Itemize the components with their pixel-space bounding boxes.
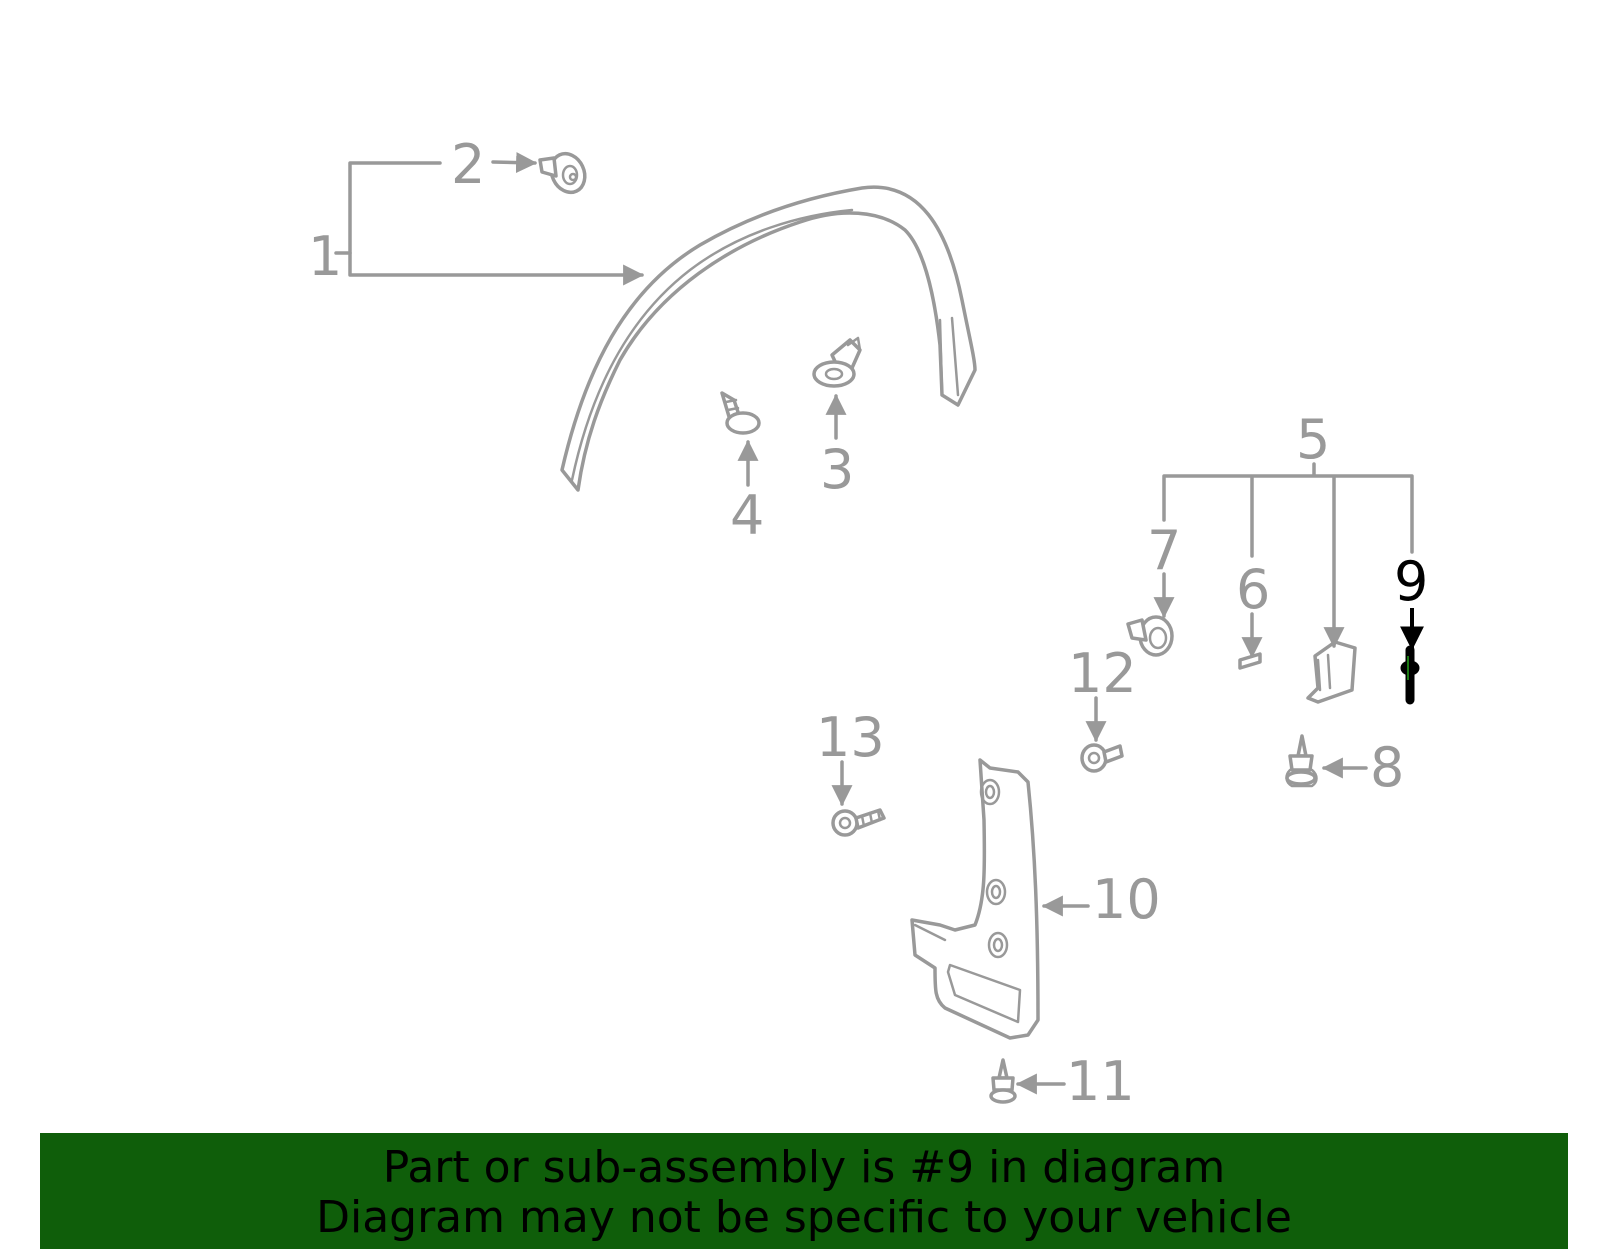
- clip-part-7: [1126, 615, 1174, 657]
- mud-flap-part-10: [910, 758, 1040, 1040]
- pad-part-6: [1238, 652, 1262, 670]
- clip-part-2: [538, 151, 587, 195]
- callout-2: 2: [451, 133, 485, 196]
- bracket-part-5: [1306, 640, 1357, 704]
- callout-7: 7: [1147, 519, 1181, 582]
- leader-lines: [334, 152, 1424, 1095]
- callout-10: 10: [1092, 868, 1161, 931]
- info-banner: Part or sub-assembly is #9 in diagram Di…: [40, 1133, 1568, 1249]
- callout-11: 11: [1066, 1050, 1135, 1113]
- clip-part-9[interactable]: [1400, 645, 1420, 705]
- callout-3: 3: [820, 438, 854, 501]
- push-clip-part-8: [1285, 734, 1318, 788]
- clip-part-12: [1080, 743, 1124, 773]
- callout-5: 5: [1296, 408, 1330, 471]
- callout-4: 4: [730, 484, 764, 547]
- callout-8: 8: [1370, 736, 1404, 799]
- callout-12: 12: [1068, 642, 1137, 705]
- push-clip-part-11: [989, 1058, 1017, 1104]
- clip-part-3: [812, 336, 862, 388]
- banner-line-2: Diagram may not be specific to your vehi…: [316, 1192, 1292, 1243]
- screw-part-13: [831, 808, 886, 837]
- callout-13: 13: [816, 706, 885, 769]
- fender-flare-part: [560, 185, 977, 492]
- callout-9-highlighted[interactable]: 9: [1394, 550, 1428, 613]
- callout-labels: 1 2 3 4 5 6 7 8 9 10 11 12 13: [308, 133, 1428, 1113]
- callout-1: 1: [308, 225, 342, 288]
- screw-part-4: [720, 391, 761, 435]
- banner-line-1: Part or sub-assembly is #9 in diagram: [382, 1142, 1226, 1193]
- callout-6: 6: [1236, 558, 1270, 621]
